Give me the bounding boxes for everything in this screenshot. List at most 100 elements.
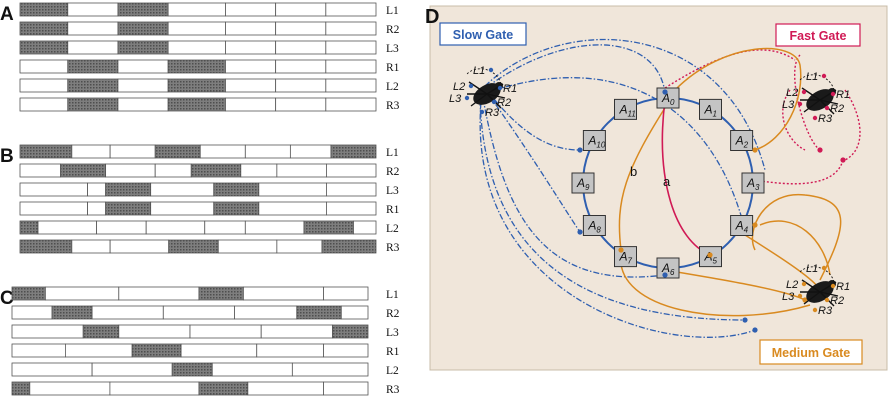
swing-cell	[11, 343, 66, 358]
swing-cell	[323, 286, 369, 301]
row-label: L1	[386, 5, 399, 17]
swing-cell	[67, 21, 119, 36]
swing-cell	[11, 305, 53, 320]
swing-cell	[258, 182, 327, 197]
stance-cell	[51, 305, 93, 320]
gait-row-r3: R3	[19, 97, 400, 112]
swing-cell	[44, 286, 120, 301]
swing-cell	[325, 2, 377, 17]
node-a6: A6	[656, 257, 680, 279]
gait-row-r2: R2	[19, 21, 400, 36]
connection-dot	[742, 317, 748, 323]
stance-cell	[213, 182, 260, 197]
swing-cell	[234, 305, 298, 320]
swing-cell	[109, 144, 156, 159]
gait-row-r2: R2	[11, 305, 400, 320]
row-label: R2	[386, 24, 400, 36]
leg-label-l1: L1	[806, 263, 818, 275]
connection-dot	[662, 89, 668, 95]
swing-cell	[71, 144, 111, 159]
row-label: L3	[386, 185, 399, 197]
row-label: R3	[386, 100, 400, 112]
gait-row-r3: R3	[11, 381, 400, 396]
swing-cell	[91, 362, 173, 377]
swing-cell	[225, 40, 277, 55]
leg-label-r3: R3	[818, 113, 833, 125]
stance-cell	[82, 324, 120, 339]
leg-label-r2: R2	[830, 295, 844, 307]
gait-row-l3: L3	[19, 40, 399, 55]
swing-cell	[353, 220, 377, 235]
swing-cell	[118, 324, 191, 339]
panel-letter: B	[0, 146, 14, 167]
slow-gate-connections	[479, 38, 766, 338]
connection-dot	[817, 147, 823, 153]
gait-row-r1: R1	[11, 343, 400, 358]
swing-cell	[325, 59, 377, 74]
gait-row-l1: L1	[19, 2, 399, 17]
node-a4: A4	[730, 215, 754, 236]
medium-gate-text: Medium Gate	[772, 346, 851, 360]
swing-cell	[240, 163, 278, 178]
row-label: L2	[386, 223, 399, 235]
stance-cell	[168, 239, 219, 254]
leg-label-l2: L2	[786, 279, 798, 291]
stance-cell	[296, 305, 342, 320]
swing-cell	[340, 305, 369, 320]
swing-cell	[65, 343, 133, 358]
swing-cell	[244, 144, 291, 159]
swing-cell	[225, 97, 277, 112]
gait-row-r3: R3	[19, 239, 400, 254]
swing-cell	[276, 239, 323, 254]
leg-label-r1: R1	[836, 89, 850, 101]
leg-label-r2: R2	[830, 103, 844, 115]
leg-label-r3: R3	[485, 107, 500, 119]
swing-cell	[217, 239, 278, 254]
ring-nodes: A0A1A2A3A4A5A6A7A8A9A10A11	[571, 87, 846, 333]
swing-cell	[260, 324, 333, 339]
stance-cell	[198, 381, 249, 396]
gait-row-r1: R1	[19, 59, 400, 74]
stance-cell	[154, 144, 201, 159]
stance-cell	[330, 144, 377, 159]
swing-cell	[105, 163, 156, 178]
swing-cell	[275, 59, 327, 74]
stance-cell	[19, 239, 73, 254]
connection-dot	[707, 252, 713, 258]
swing-cell	[326, 182, 377, 197]
gait-row-l2: L2	[11, 362, 399, 377]
leg-label-r2: R2	[497, 97, 511, 109]
row-label: L3	[386, 43, 399, 55]
stance-cell	[321, 239, 377, 254]
node-a8: A8	[582, 215, 606, 236]
panel-letter: C	[0, 288, 14, 309]
gait-row-r1: R1	[19, 201, 400, 216]
row-label: R3	[386, 242, 400, 254]
leg-label-l1: L1	[806, 71, 818, 83]
swing-cell	[326, 201, 377, 216]
node-a1: A1	[699, 98, 722, 120]
slow-gate-label: Slow Gate	[439, 22, 527, 46]
swing-cell	[117, 97, 169, 112]
panel-letter: A	[0, 4, 14, 25]
swing-cell	[325, 97, 377, 112]
node-a9: A9	[571, 172, 595, 194]
swing-cell	[11, 324, 84, 339]
row-label: L1	[386, 289, 399, 301]
swing-cell	[117, 78, 169, 93]
stance-cell	[19, 21, 69, 36]
stance-cell	[198, 286, 244, 301]
leg-label-l2: L2	[786, 87, 798, 99]
swing-cell	[275, 2, 327, 17]
row-label: L2	[386, 365, 399, 377]
swing-cell	[19, 97, 69, 112]
swing-cell	[258, 201, 327, 216]
gait-row-l1: L1	[11, 286, 399, 301]
swing-cell	[11, 362, 93, 377]
stance-cell	[331, 324, 369, 339]
swing-cell	[323, 381, 369, 396]
swing-cell	[275, 78, 327, 93]
